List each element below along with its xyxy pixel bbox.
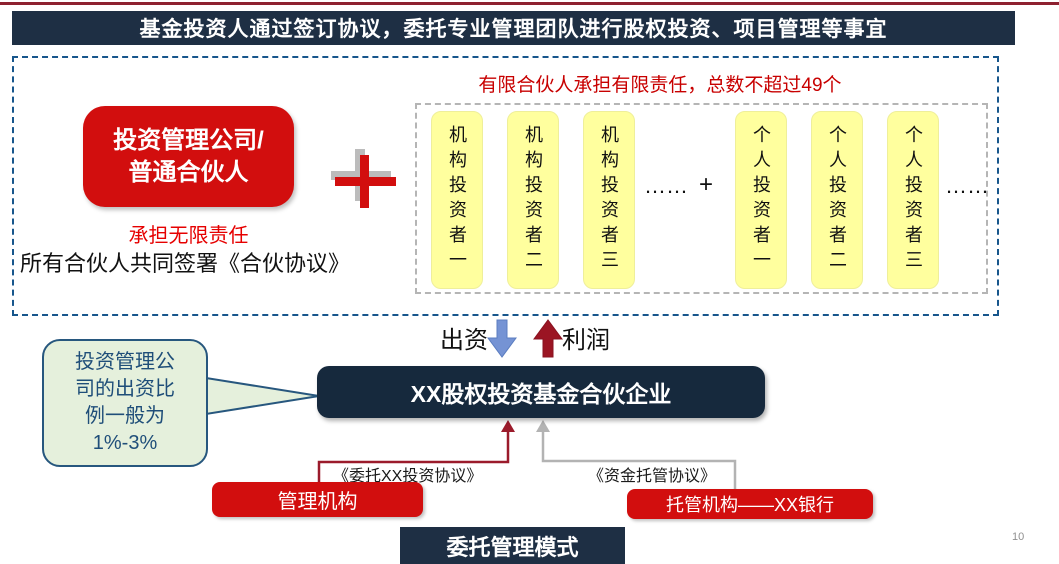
investor-label: 机构投资者二 xyxy=(523,125,543,275)
investor-box: 机构投资者三 xyxy=(583,111,635,289)
custody-arrowhead-icon xyxy=(536,420,550,432)
general-partner-caption: 承担无限责任 xyxy=(128,225,249,247)
callout-line1: 投资管理公 xyxy=(75,351,175,373)
callout-line4: 1%-3% xyxy=(92,432,158,454)
profit-label: 利润 xyxy=(562,327,610,354)
top-accent-line xyxy=(0,2,1059,5)
page-number: 10 xyxy=(1012,531,1025,543)
custody-agreement-label: 《资金托管协议》 xyxy=(588,468,717,485)
fund-enterprise-box: XX股权投资基金合伙企业 xyxy=(317,366,765,418)
mode-title-box: 委托管理模式 xyxy=(400,527,625,564)
plus-separator: + xyxy=(699,171,714,198)
limited-partner-note: 有限合伙人承担有限责任，总数不超过49个 xyxy=(478,75,842,96)
investor-label: 机构投资者一 xyxy=(447,125,467,275)
plus-icon-red-h xyxy=(335,177,396,186)
manager-label: 管理机构 xyxy=(277,491,358,513)
custodian-label: 托管机构——XX银行 xyxy=(665,495,834,515)
investor-label: 个人投资者一 xyxy=(751,125,771,275)
partners-dashed-box xyxy=(12,56,999,316)
title-banner-label: 基金投资人通过签订协议，委托专业管理团队进行股权投资、项目管理等事宜 xyxy=(139,18,888,41)
callout-line2: 司的出资比 xyxy=(75,378,175,400)
callout-tail-icon xyxy=(205,376,320,416)
investor-box: 机构投资者一 xyxy=(431,111,483,289)
manager-box: 管理机构 xyxy=(212,482,423,517)
profit-arrow-icon xyxy=(533,319,563,358)
callout-line3: 例一般为 xyxy=(85,405,165,427)
investor-label: 个人投资者二 xyxy=(827,125,847,275)
general-partner-box: 投资管理公司/ 普通合伙人 xyxy=(83,106,294,207)
contribution-label: 出资 xyxy=(440,327,488,354)
investor-label: 个人投资者三 xyxy=(903,125,923,275)
callout-bubble: 投资管理公 司的出资比 例一般为 1%-3% xyxy=(42,339,208,467)
investor-box: 个人投资者一 xyxy=(735,111,787,289)
sign-agreement-note: 所有合伙人共同签署《合伙协议》 xyxy=(20,251,351,276)
title-banner: 基金投资人通过签订协议，委托专业管理团队进行股权投资、项目管理等事宜 xyxy=(12,11,1015,45)
custodian-box: 托管机构——XX银行 xyxy=(627,489,873,519)
general-partner-line2: 普通合伙人 xyxy=(128,158,249,186)
investor-box: 个人投资者二 xyxy=(811,111,863,289)
management-agreement-label: 《委托XX投资协议》 xyxy=(333,468,483,485)
investor-label: 机构投资者三 xyxy=(599,125,619,275)
fund-enterprise-label: XX股权投资基金合伙企业 xyxy=(410,381,672,407)
mode-title-label: 委托管理模式 xyxy=(446,534,579,560)
ellipsis-left: …… xyxy=(644,173,688,198)
investor-box: 个人投资者三 xyxy=(887,111,939,289)
ellipsis-right: …… xyxy=(945,173,989,198)
management-arrowhead-icon xyxy=(501,420,515,432)
general-partner-line1: 投资管理公司/ xyxy=(113,127,264,155)
contribution-arrow-icon xyxy=(487,319,517,358)
limited-partners-dashed-box xyxy=(415,103,988,294)
investor-box: 机构投资者二 xyxy=(507,111,559,289)
